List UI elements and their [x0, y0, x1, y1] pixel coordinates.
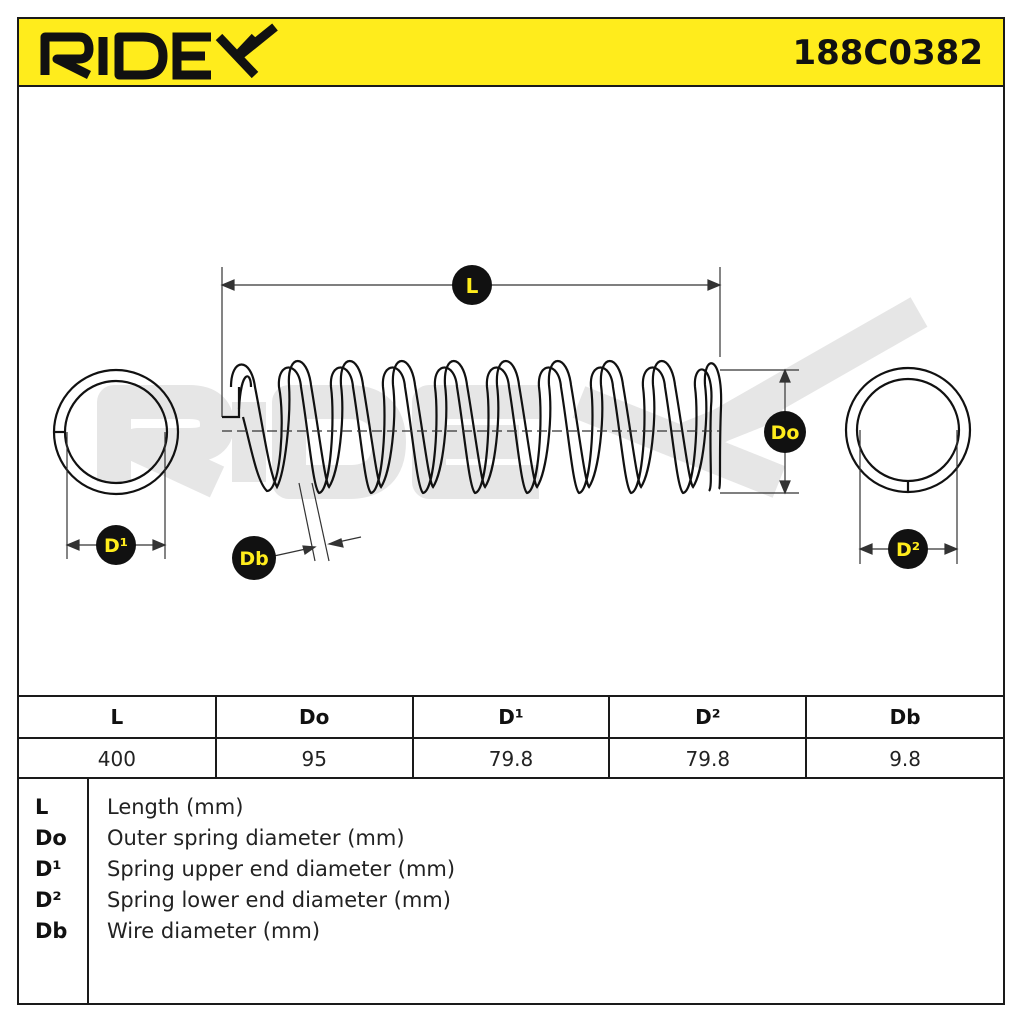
- ridex-watermark: [97, 297, 928, 499]
- spec-table-value-row: 400 95 79.8 79.8 9.8: [19, 737, 1003, 779]
- spec-value-cell: 9.8: [805, 737, 1003, 779]
- upper-end-dimension: [65, 432, 167, 559]
- wire-diameter-label: Db: [239, 548, 268, 570]
- spring-coils-inner: [222, 366, 713, 495]
- outer-diameter-label: Do: [771, 422, 800, 444]
- spec-header-cell: D¹: [411, 695, 610, 738]
- ridex-logo: [40, 23, 278, 80]
- outer-diameter-badge: [764, 411, 806, 453]
- legend-item: Do Outer spring diameter (mm): [19, 826, 1003, 856]
- spring-coils: [229, 359, 723, 490]
- legend-description: Spring lower end diameter (mm): [107, 888, 451, 912]
- wire-diameter-badge: [232, 536, 276, 580]
- upper-end-badge: [96, 525, 136, 565]
- header-bar: 188C0382: [19, 19, 1003, 87]
- legend-divider: [87, 779, 89, 1003]
- legend-description: Length (mm): [107, 795, 244, 819]
- spring-drawing: L Do: [52, 265, 972, 580]
- spec-value-cell: 95: [214, 737, 413, 779]
- legend: L Length (mm) Do Outer spring diameter (…: [19, 777, 1003, 1003]
- spec-value-cell: 79.8: [411, 737, 610, 779]
- part-number: 188C0382: [792, 33, 983, 73]
- spec-value-cell: 400: [19, 737, 216, 779]
- legend-key: L: [35, 795, 49, 819]
- upper-end-view: [52, 368, 180, 496]
- spec-value-cell: 79.8: [608, 737, 807, 779]
- legend-item: D¹ Spring upper end diameter (mm): [19, 857, 1003, 887]
- legend-key: Do: [35, 826, 67, 850]
- lower-end-view: [844, 366, 972, 494]
- lower-end-badge: [888, 529, 928, 569]
- spec-header-cell: D²: [608, 695, 807, 738]
- spec-header-cell: Do: [214, 695, 413, 738]
- spec-sheet: 188C0382 L: [17, 17, 1005, 1005]
- legend-key: Db: [35, 919, 68, 943]
- legend-description: Outer spring diameter (mm): [107, 826, 405, 850]
- legend-item: Db Wire diameter (mm): [19, 919, 1003, 949]
- spec-table-header-row: L Do D¹ D² Db: [19, 695, 1003, 738]
- legend-description: Wire diameter (mm): [107, 919, 321, 943]
- legend-item: L Length (mm): [19, 795, 1003, 825]
- length-label: L: [466, 274, 479, 298]
- spec-header-cell: Db: [805, 695, 1003, 738]
- spec-table: L Do D¹ D² Db 400 95 79.8 79.8 9.8: [19, 695, 1003, 779]
- legend-item: D² Spring lower end diameter (mm): [19, 888, 1003, 918]
- lower-end-label: D²: [896, 539, 920, 561]
- length-label-badge: [452, 265, 492, 305]
- lower-end-dimension: [858, 430, 959, 564]
- wire-diameter-dimension: [273, 482, 362, 562]
- upper-end-label: D¹: [104, 535, 128, 557]
- legend-key: D²: [35, 888, 62, 912]
- legend-key: D¹: [35, 857, 62, 881]
- legend-description: Spring upper end diameter (mm): [107, 857, 456, 881]
- spec-header-cell: L: [19, 695, 216, 738]
